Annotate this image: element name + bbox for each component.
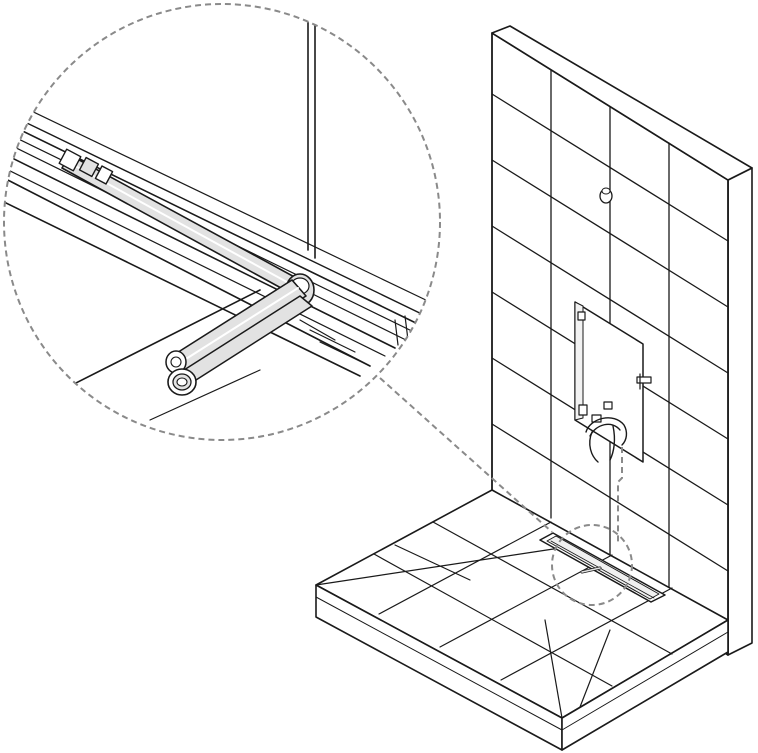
detail-horizontal-pipe — [58, 148, 301, 295]
tray-lip-right — [561, 631, 729, 731]
zoom-detail-frame — [3, 3, 441, 441]
tray-lip-left — [315, 596, 563, 731]
zoom-detail — [3, 3, 441, 441]
hose-route-line — [617, 447, 623, 545]
tray-front-right — [561, 619, 729, 751]
detail-connector-pipe-1 — [165, 279, 307, 374]
wall-top-edge — [491, 25, 753, 181]
callout-leader — [379, 377, 553, 533]
service-opening-depth — [574, 301, 584, 421]
floor-tile-lines — [315, 521, 673, 719]
valve-connectors — [577, 311, 652, 423]
drain-detail-marker — [551, 524, 633, 606]
shower-outlet — [599, 187, 613, 204]
detail-connector-pipe-2 — [167, 295, 313, 396]
wall-side-panel — [727, 167, 753, 656]
supply-hoses — [585, 417, 628, 463]
shower-assembly — [315, 25, 753, 751]
linear-drain — [539, 532, 666, 603]
detail-callout-lines — [379, 377, 633, 606]
detail-floor-line — [69, 289, 261, 387]
